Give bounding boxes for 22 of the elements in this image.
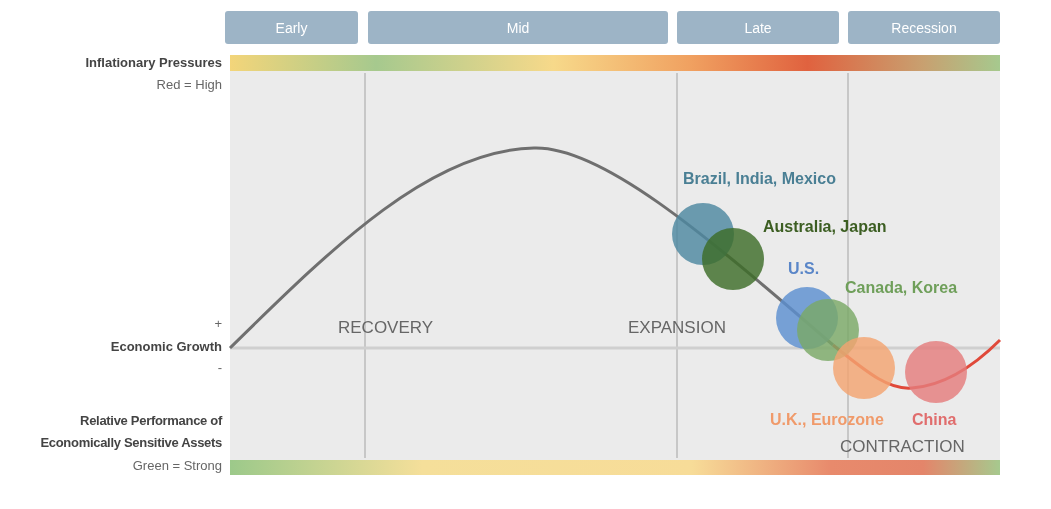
country-label: China: [912, 411, 957, 429]
axis-title: Economic Growth: [110, 339, 222, 354]
country-label: Brazil, India, Mexico: [683, 170, 836, 188]
performance-gradient-bar: [230, 460, 1000, 475]
plus-sign: +: [214, 316, 222, 331]
axis-title: Relative Performance of Economically Sensitive Assets: [39, 412, 222, 452]
country-label: Australia, Japan: [763, 218, 887, 236]
scale-note: Green = Strong: [132, 458, 222, 473]
axis-title: Inflationary Pressures: [85, 55, 222, 70]
phase-name: CONTRACTION: [840, 437, 965, 457]
minus-sign: -: [217, 360, 222, 375]
phase-header: Late: [677, 11, 839, 44]
phase-header: Early: [225, 11, 358, 44]
phase-header: Recession: [848, 11, 1000, 44]
country-label: U.S.: [788, 260, 820, 278]
scale-note: Red = High: [156, 77, 222, 92]
country-label: Canada, Korea: [845, 279, 958, 297]
country-label: U.K., Eurozone: [770, 411, 884, 429]
phase-header: Mid: [368, 11, 668, 44]
inflation-gradient-bar: [230, 55, 1000, 71]
phase-name: RECOVERY: [338, 318, 434, 338]
phase-name: EXPANSION: [628, 318, 726, 338]
